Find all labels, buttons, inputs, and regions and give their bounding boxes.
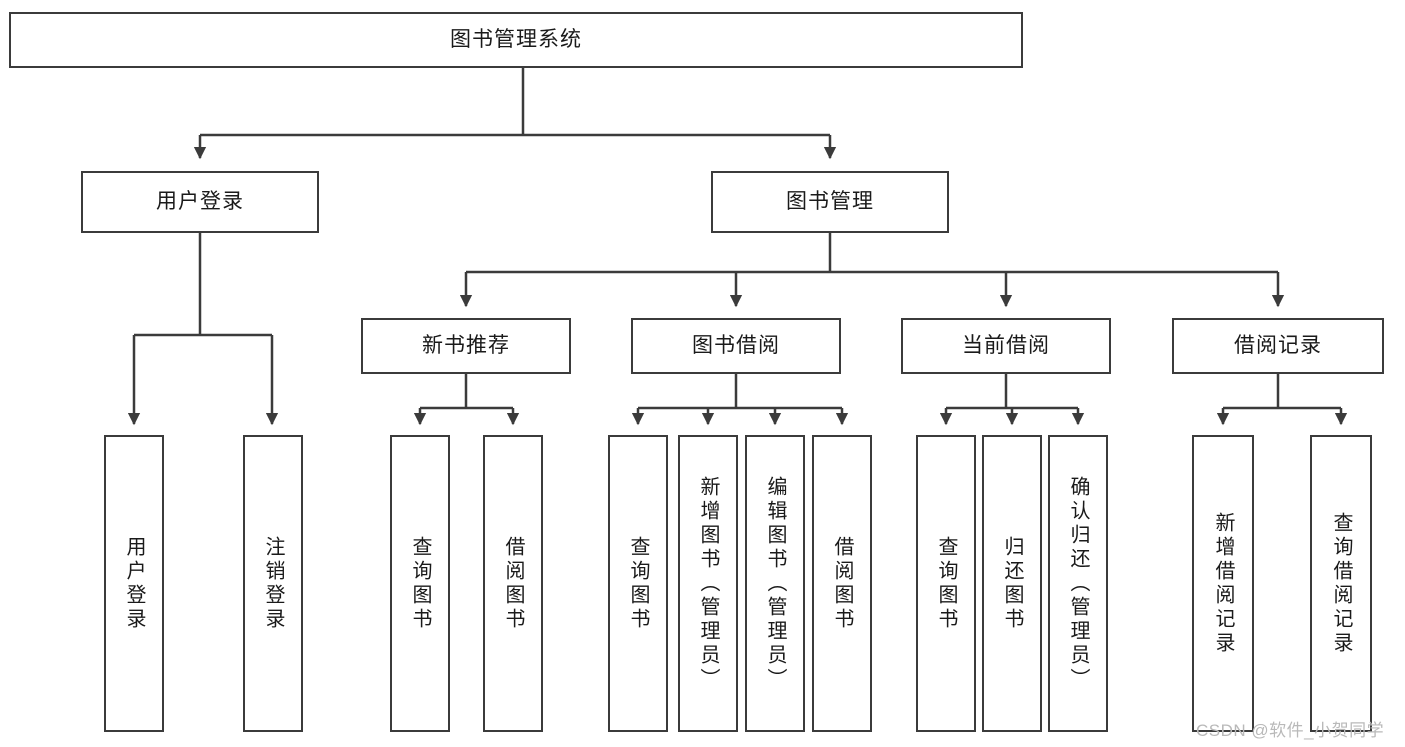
node-leaf-add-book-label: 新增图书（管理员） — [697, 475, 719, 692]
node-leaf-return-book[interactable]: 归还图书 — [982, 435, 1042, 732]
node-leaf-return-book-label: 归还图书 — [1001, 535, 1023, 632]
node-book-borrow-label: 图书借阅 — [692, 333, 780, 357]
node-new-book-recommend-label: 新书推荐 — [422, 333, 510, 357]
node-leaf-edit-book-label: 编辑图书（管理员） — [764, 475, 786, 692]
node-leaf-confirm-return-label: 确认归还（管理员） — [1067, 475, 1089, 692]
node-leaf-add-record[interactable]: 新增借阅记录 — [1192, 435, 1254, 732]
node-leaf-borrow-book-2-label: 借阅图书 — [831, 535, 853, 632]
node-leaf-user-login[interactable]: 用户登录 — [104, 435, 164, 732]
node-leaf-query-book-3-label: 查询图书 — [935, 535, 957, 632]
node-leaf-query-record[interactable]: 查询借阅记录 — [1310, 435, 1372, 732]
node-leaf-borrow-book-1-label: 借阅图书 — [502, 535, 524, 632]
node-leaf-edit-book[interactable]: 编辑图书（管理员） — [745, 435, 805, 732]
node-leaf-confirm-return[interactable]: 确认归还（管理员） — [1048, 435, 1108, 732]
node-current-borrow[interactable]: 当前借阅 — [901, 318, 1111, 374]
node-leaf-query-book-2-label: 查询图书 — [627, 535, 649, 632]
node-leaf-borrow-book-2[interactable]: 借阅图书 — [812, 435, 872, 732]
node-book-manage[interactable]: 图书管理 — [711, 171, 949, 233]
node-book-borrow[interactable]: 图书借阅 — [631, 318, 841, 374]
node-leaf-borrow-book-1[interactable]: 借阅图书 — [483, 435, 543, 732]
node-borrow-record[interactable]: 借阅记录 — [1172, 318, 1384, 374]
node-leaf-query-book-1-label: 查询图书 — [409, 535, 431, 632]
node-leaf-query-book-1[interactable]: 查询图书 — [390, 435, 450, 732]
node-root[interactable]: 图书管理系统 — [9, 12, 1023, 68]
csdn-watermark: CSDN @软件_小贺同学 — [1196, 721, 1385, 740]
node-borrow-record-label: 借阅记录 — [1234, 333, 1322, 357]
node-leaf-query-book-3[interactable]: 查询图书 — [916, 435, 976, 732]
node-root-label: 图书管理系统 — [450, 27, 582, 51]
node-new-book-recommend[interactable]: 新书推荐 — [361, 318, 571, 374]
node-user-login[interactable]: 用户登录 — [81, 171, 319, 233]
node-current-borrow-label: 当前借阅 — [962, 333, 1050, 357]
node-book-manage-label: 图书管理 — [786, 189, 874, 213]
node-leaf-add-record-label: 新增借阅记录 — [1212, 511, 1234, 656]
node-leaf-logout-label: 注销登录 — [262, 535, 284, 632]
node-user-login-label: 用户登录 — [156, 189, 244, 213]
node-leaf-logout[interactable]: 注销登录 — [243, 435, 303, 732]
node-leaf-query-book-2[interactable]: 查询图书 — [608, 435, 668, 732]
node-leaf-user-login-label: 用户登录 — [123, 535, 145, 632]
node-leaf-query-record-label: 查询借阅记录 — [1330, 511, 1352, 656]
node-leaf-add-book[interactable]: 新增图书（管理员） — [678, 435, 738, 732]
